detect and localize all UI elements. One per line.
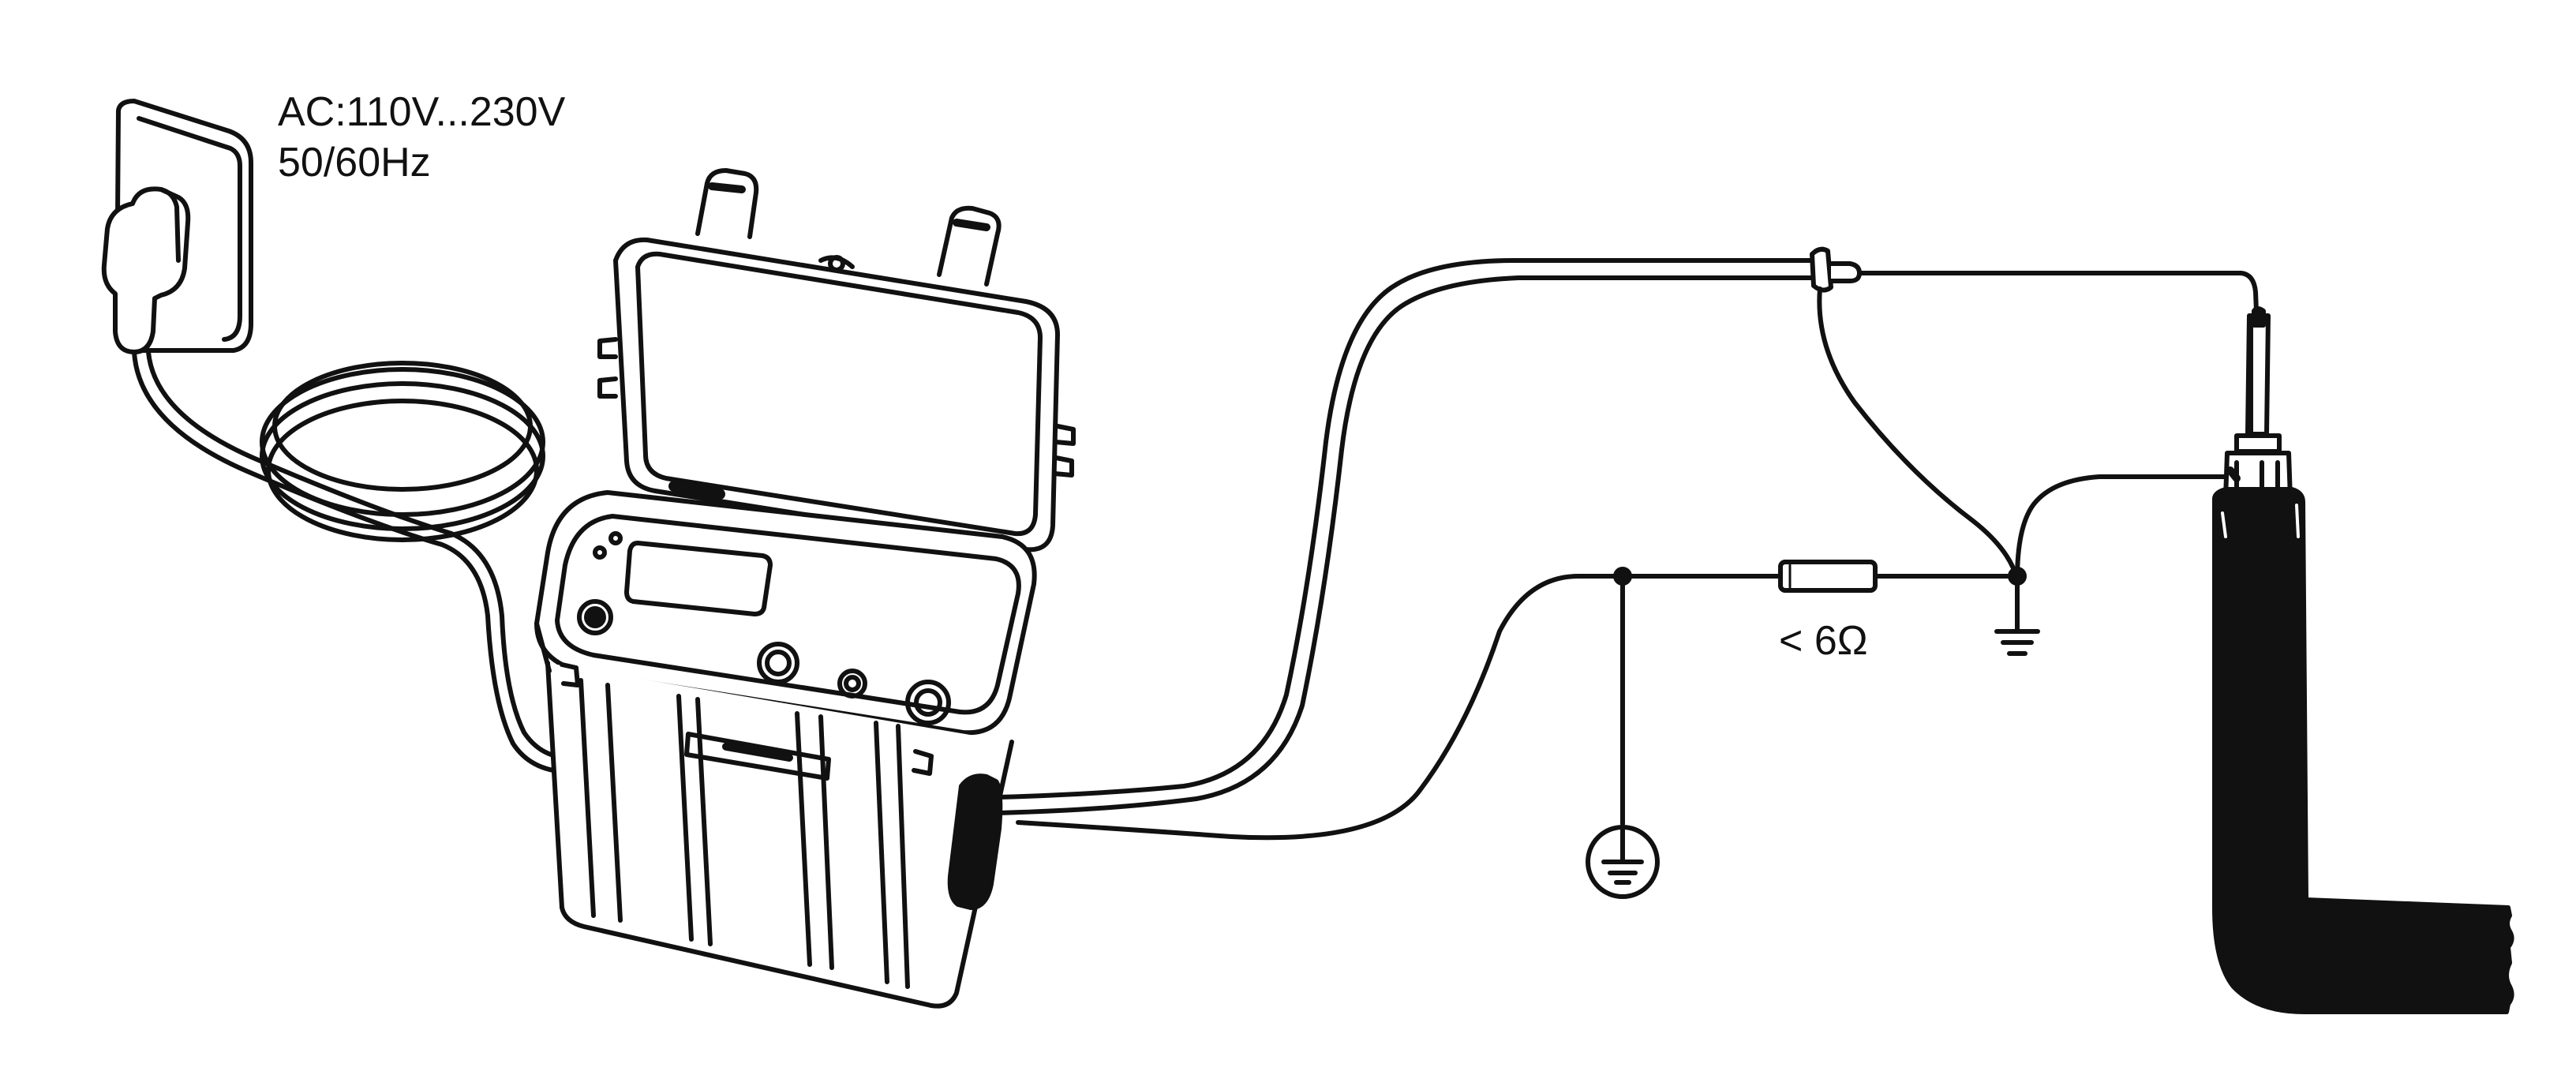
supply-voltage-label: AC:110V...230V (278, 89, 566, 135)
power-cable-coil (132, 350, 569, 774)
buried-cable (2212, 487, 2514, 1014)
cable-termination (2218, 306, 2297, 519)
ground-line (1016, 574, 2020, 841)
test-device-case (534, 168, 1076, 1009)
shield-lead (2015, 474, 2228, 582)
ground-symbol-icon (1994, 583, 2040, 656)
power-plug (101, 186, 191, 354)
resistor-value-label: < 6Ω (1779, 618, 1868, 664)
ground-electrode-icon (1586, 825, 1660, 899)
junction-dot-left (1613, 567, 1632, 586)
resistor (1778, 560, 1878, 593)
test-lead (995, 246, 2260, 815)
supply-frequency-label: 50/60Hz (278, 140, 431, 185)
junction-dot-right (2008, 567, 2027, 586)
